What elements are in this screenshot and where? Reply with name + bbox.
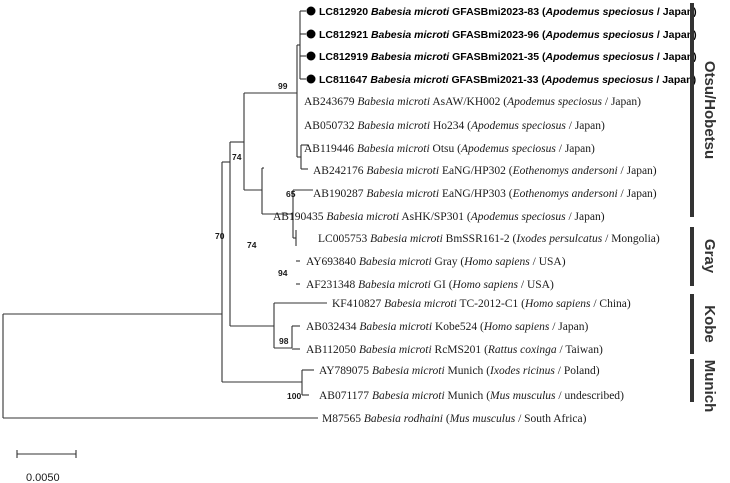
bootstrap-values: 99 74 65 74 94 70 98 100 xyxy=(215,81,301,401)
leaf-label-17: AB071177 Babesia microti Munich (Mus mus… xyxy=(319,390,624,402)
scale-bar-label: 0.0050 xyxy=(26,472,60,483)
leaf-label-1: LC812921 Babesia microti GFASBmi2023-96 … xyxy=(319,29,697,41)
scale-bar: 0.0050 xyxy=(16,450,77,483)
marker-dot-3 xyxy=(306,74,316,84)
leaf-label-2: LC812919 Babesia microti GFASBmi2021-35 … xyxy=(319,51,697,63)
leaf-label-7: AB242176 Babesia microti EaNG/HP302 (Eot… xyxy=(313,165,657,177)
leaf-label-14: AB032434 Babesia microti Kobe524 (Homo s… xyxy=(306,321,588,333)
bootstrap-99: 99 xyxy=(278,81,288,91)
leaf-label-8: AB190287 Babesia microti EaNG/HP303 (Eot… xyxy=(313,188,657,200)
leaf-label-3: LC811647 Babesia microti GFASBmi2021-33 … xyxy=(319,74,696,86)
clade-label-gray: Gray xyxy=(701,239,718,274)
marker-dot-2 xyxy=(306,51,316,61)
new-sequence-markers xyxy=(306,6,316,84)
marker-dot-0 xyxy=(306,6,316,16)
leaf-label-10: LC005753 Babesia microti BmSSR161-2 (Ixo… xyxy=(318,233,660,245)
leaf-label-5: AB050732 Babesia microti Ho234 (Apodemus… xyxy=(304,120,605,132)
leaf-label-0: LC812920 Babesia microti GFASBmi2023-83 … xyxy=(319,6,697,18)
marker-dot-1 xyxy=(306,29,316,39)
tree-branches xyxy=(2,10,327,419)
leaf-label-6: AB119446 Babesia microti Otsu (Apodemus … xyxy=(304,143,595,155)
leaf-labels: LC812920 Babesia microti GFASBmi2023-83 … xyxy=(273,6,697,425)
clade-label-otsu-hobetsu: Otsu/Hobetsu xyxy=(701,61,718,159)
bootstrap-94: 94 xyxy=(278,268,288,278)
bootstrap-70: 70 xyxy=(215,231,225,241)
leaf-label-12: AF231348 Babesia microti GI (Homo sapien… xyxy=(306,279,554,291)
bootstrap-98: 98 xyxy=(279,336,289,346)
leaf-label-11: AY693840 Babesia microti Gray (Homo sapi… xyxy=(306,256,566,268)
leaf-label-13: KF410827 Babesia microti TC-2012-C1 (Hom… xyxy=(332,298,631,310)
bootstrap-74-upper: 74 xyxy=(232,152,242,162)
clade-label-munich: Munich xyxy=(701,360,718,413)
leaf-label-4: AB243679 Babesia microti AsAW/KH002 (Apo… xyxy=(304,96,641,108)
leaf-label-16: AY789075 Babesia microti Munich (Ixodes … xyxy=(319,365,600,377)
clade-bracket-kobe xyxy=(690,294,694,354)
gray-leaf-branches xyxy=(292,260,300,350)
bootstrap-65: 65 xyxy=(286,189,296,199)
clade-bracket-gray xyxy=(690,227,694,286)
clade-bracket-munich xyxy=(690,359,694,402)
leaf-label-18: M87565 Babesia rodhaini (Mus musculus / … xyxy=(322,413,587,425)
clade-label-kobe: Kobe xyxy=(701,305,718,343)
clade-brackets: Otsu/Hobetsu Gray Kobe Munich xyxy=(690,3,718,412)
bootstrap-100: 100 xyxy=(287,391,301,401)
leaf-label-9: AB190435 Babesia microti AsHK/SP301 (Apo… xyxy=(273,211,605,223)
leaf-label-15: AB112050 Babesia microti RcMS201 (Rattus… xyxy=(306,344,603,356)
clade-bracket-otsu-hobetsu xyxy=(690,3,694,217)
bootstrap-74-lower: 74 xyxy=(247,240,257,250)
